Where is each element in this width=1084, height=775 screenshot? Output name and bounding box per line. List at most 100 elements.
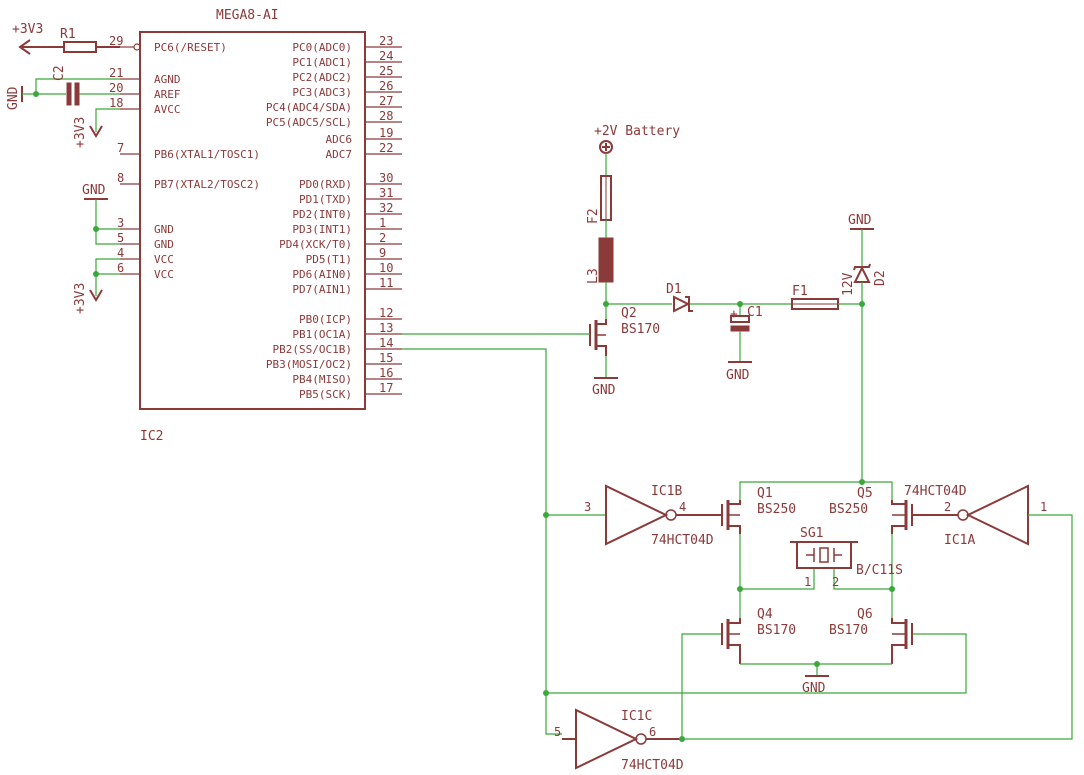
v3-avcc-label: +3V3	[73, 117, 88, 148]
q4-drain	[728, 618, 741, 624]
ic1c-out-pin: 6	[649, 725, 656, 739]
ic2-pin-number: 21	[109, 66, 123, 80]
v3-avcc-arrow-icon	[89, 125, 103, 138]
ic2-pin-label: PC0(ADC0)	[292, 41, 352, 54]
ic1a-inverter	[965, 484, 1029, 546]
ic2-right-pins: 23PC0(ADC0)24PC1(ADC1)25PC2(ADC2)26PC3(A…	[266, 34, 402, 401]
gnd-d2-label: GND	[848, 213, 872, 228]
ic2-pin-number: 14	[379, 336, 393, 350]
ic2-pin-label: PB6(XTAL1/TOSC1)	[154, 148, 260, 161]
l3-inductor	[598, 237, 614, 283]
q6-drain	[891, 618, 906, 624]
gnd-bridge-label: GND	[802, 681, 826, 696]
ic2-pin-label: PC3(ADC3)	[292, 86, 352, 99]
q1-drain	[728, 525, 741, 534]
q2-source	[596, 345, 607, 356]
ic2-pin-label: ADC7	[326, 148, 353, 161]
ic2-pin-number: 13	[379, 321, 393, 335]
gnd-ic-label: GND	[82, 183, 106, 198]
sg1-buzzer	[796, 541, 852, 569]
c1-plus: +	[730, 307, 738, 322]
ic2-pin-number: 22	[379, 141, 393, 155]
v3-vcc-arrow-icon	[89, 289, 103, 302]
d1-diode	[673, 295, 691, 313]
wire-pb2-bus	[402, 348, 562, 735]
d1-label: D1	[666, 282, 682, 297]
ic2-ref: IC2	[140, 429, 163, 444]
ic2-pin-number: 18	[109, 96, 123, 110]
ic1a-value: 74HCT04D	[904, 484, 967, 499]
ic2-pin-number: 11	[379, 276, 393, 290]
c2-plate-left	[66, 82, 72, 106]
ic2-pin-label: PD7(AIN1)	[292, 283, 352, 296]
ic2-pin-label: PB2(SS/OC1B)	[273, 343, 352, 356]
ic2-pin-label: PB7(XTAL2/TOSC2)	[154, 178, 260, 191]
junction-top-rail	[859, 479, 865, 485]
ic2-pin-label: AGND	[154, 73, 181, 86]
ic2-pin-label: PD1(TXD)	[299, 193, 352, 206]
d2-label: D2	[873, 270, 888, 286]
ic2-pin-label: PB3(MOSI/OC2)	[266, 358, 352, 371]
q5-source	[891, 500, 906, 505]
ic1b-value: 74HCT04D	[651, 533, 714, 548]
ic2-pin-label: ADC6	[326, 133, 353, 146]
f1-label: F1	[792, 284, 808, 299]
sg1-pin1: 1	[804, 575, 811, 589]
ic2-pin-label: PD2(INT0)	[292, 208, 352, 221]
c1-plate-bottom	[730, 325, 750, 332]
l3-label: L3	[586, 268, 601, 284]
wire-avcc	[95, 108, 120, 132]
v3-top-label: +3V3	[12, 22, 43, 37]
ic1a-label: IC1A	[944, 533, 975, 548]
ic1b-label: IC1B	[651, 484, 682, 499]
ic2-pin-number: 8	[117, 171, 124, 185]
wire-sg1-2	[833, 568, 892, 590]
gnd-q2-label: GND	[592, 383, 616, 398]
ic2-pin-number: 28	[379, 109, 393, 123]
ic2-pin-number: 20	[109, 81, 123, 95]
ic2-pin-number: 24	[379, 49, 393, 63]
ic2-pin-label: PD6(AIN0)	[292, 268, 352, 281]
q6-value: BS170	[829, 623, 868, 638]
ic2-pin-label: PB0(ICP)	[299, 313, 352, 326]
d2-zener	[853, 265, 871, 283]
wire-gnd-5	[95, 229, 120, 245]
wire-vcc-4	[95, 258, 120, 296]
q5-label: Q5	[857, 486, 873, 501]
ic1c-value: 74HCT04D	[621, 758, 684, 773]
ic2-pin-label: GND	[154, 223, 174, 236]
gnd-c1-label: GND	[726, 368, 750, 383]
c1-label: C1	[747, 305, 763, 320]
ic2-pin-label: PB5(SCK)	[299, 388, 352, 401]
ic2-pin-label: VCC	[154, 253, 174, 266]
q2-drain	[596, 319, 607, 325]
ic2-pin-number: 6	[117, 261, 124, 275]
junction-vcc	[93, 271, 99, 277]
ic2-pin-label: VCC	[154, 268, 174, 281]
h-bridge: IC1B 74HCT04D 3 4 74HCT04D IC1A 2 1 IC1C…	[402, 348, 1073, 773]
ic2-pin-number: 7	[117, 141, 124, 155]
wire-sg1-1	[740, 568, 815, 590]
sg1-pin2: 2	[832, 575, 839, 589]
f2-label: F2	[586, 208, 601, 224]
wire-top-rail	[739, 481, 893, 500]
ic2-pin-label: PD3(INT1)	[292, 223, 352, 236]
ic2-pin-number: 15	[379, 351, 393, 365]
